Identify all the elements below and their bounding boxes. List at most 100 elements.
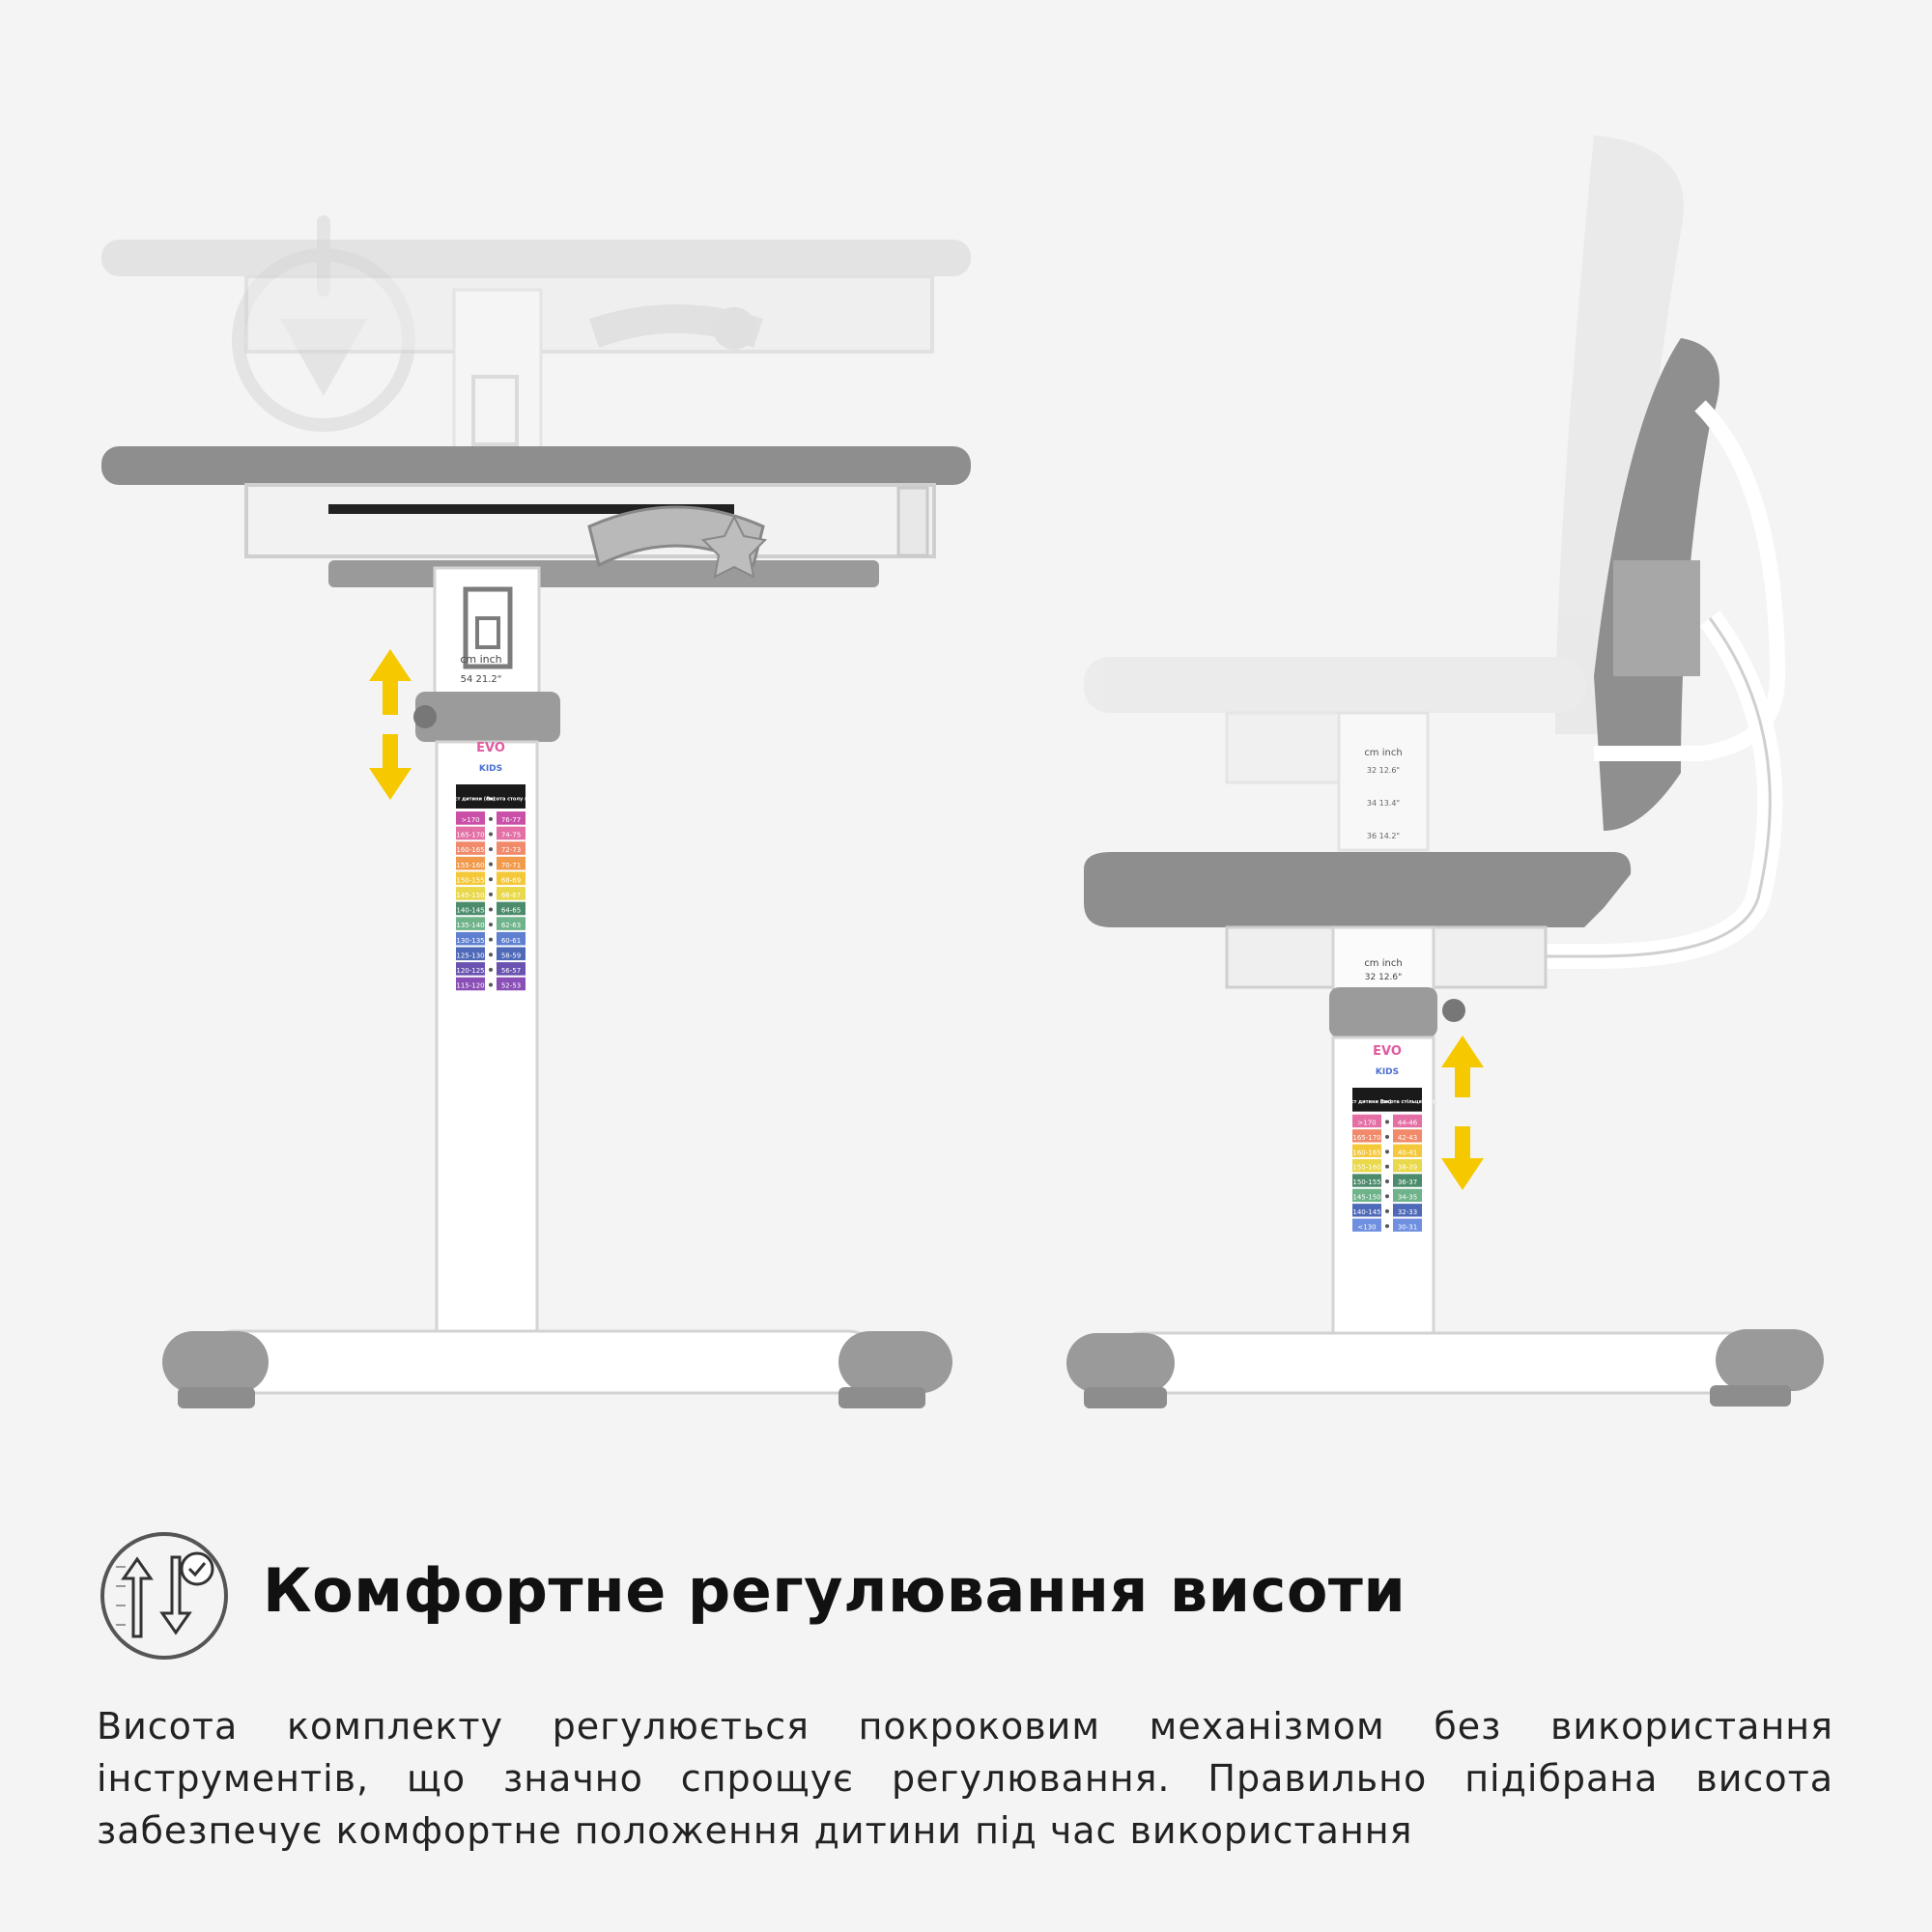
desk-top-raised <box>101 240 971 466</box>
chair-chart-dot <box>1385 1134 1389 1139</box>
desk-top <box>101 446 971 587</box>
desk-chart-header-left: Зріст дитини (см) <box>446 796 496 802</box>
chair-logo-bottom: KIDS <box>1376 1067 1399 1077</box>
desk-chart-row-left <box>456 962 485 976</box>
chair-chart-row-left <box>1352 1174 1381 1187</box>
desk-chart-left-value: 145-150 <box>456 892 484 899</box>
desk-chart-dot <box>489 923 493 927</box>
desk-chart-left-value: 125-130 <box>456 952 484 959</box>
desk-chart-right-value: 66-67 <box>501 892 521 899</box>
desk-logo-top: EVO <box>476 741 505 755</box>
chair-chart-left-value: 160-165 <box>1352 1149 1380 1156</box>
height-adjust-icon <box>100 1532 228 1660</box>
chair-chart-right-value: 36-37 <box>1398 1179 1417 1186</box>
desk-chart-right-value: 64-65 <box>501 907 521 915</box>
chair-chart-dot <box>1385 1194 1389 1199</box>
desk-chart-row-left <box>456 841 485 855</box>
desk-chart-left-value: 140-145 <box>456 907 484 915</box>
chair-chart-header-right: Висота стільця (см) <box>1380 1099 1435 1105</box>
chair-chart-dot <box>1385 1179 1389 1184</box>
page-title: Комфортне регулювання висоти <box>263 1555 1406 1626</box>
chair-chart-row-right <box>1393 1218 1422 1232</box>
chair-chart-left-value: <130 <box>1357 1223 1376 1231</box>
desk-chart-row-left <box>456 901 485 916</box>
desk-base <box>162 1329 952 1408</box>
desk-chart-dot <box>489 877 493 882</box>
desk-chart-row-right <box>497 947 526 961</box>
desk-chart-row-right <box>497 841 526 855</box>
desk-chart-dot <box>489 862 493 867</box>
chair-chart-row-left <box>1352 1144 1381 1157</box>
chair-chart-dot <box>1385 1164 1389 1169</box>
desk-chart-row-left <box>456 887 485 900</box>
desk-up-down-arrows-icon <box>369 649 412 800</box>
chair-up-down-arrows-icon <box>1441 1036 1484 1190</box>
chair-chart-right-value: 38-39 <box>1398 1164 1417 1172</box>
desk-chart-right-value: 62-63 <box>501 922 521 929</box>
desk-chart-row-right <box>497 901 526 916</box>
chair-chart-row-left <box>1352 1204 1381 1217</box>
chair-chart-row-right <box>1393 1174 1422 1187</box>
desk-chart-right-value: 56-57 <box>501 967 521 975</box>
chair-chart-dot <box>1385 1208 1389 1213</box>
chair-logo-top: EVO <box>1373 1044 1402 1059</box>
chair-chart-header-left: Зріст дитини (см) <box>1343 1099 1392 1105</box>
chair-chart-right-value: 30-31 <box>1398 1223 1417 1231</box>
desk-chart-row-left <box>456 811 485 825</box>
chair-chart-left-value: 165-170 <box>1352 1134 1380 1142</box>
chair-chart-row-right <box>1393 1204 1422 1217</box>
desk-logo-bottom: KIDS <box>479 764 502 774</box>
desk-chart-header-right: Висота столу (см) <box>486 796 535 802</box>
chair-chart-row-left <box>1352 1158 1381 1173</box>
desk-chart-right-value: 58-59 <box>501 952 521 959</box>
desk-chart-dot <box>489 892 493 896</box>
desk-chart-right-value: 76-77 <box>501 816 521 824</box>
chair-scale-upper-row: 36 14.2" <box>1367 832 1400 840</box>
desk-chart-dot <box>489 937 493 942</box>
chair-chart-right-value: 42-43 <box>1398 1134 1417 1142</box>
desk-chart-dot <box>489 967 493 972</box>
desk-chart-left-value: 130-135 <box>456 937 484 945</box>
desk-chart-right-value: 60-61 <box>501 937 521 945</box>
chair-chart-right-value: 34-35 <box>1398 1194 1417 1202</box>
chair-chart-dot <box>1385 1120 1389 1124</box>
desk-chart-row-right <box>497 811 526 825</box>
chair-chart-row-left <box>1352 1129 1381 1143</box>
desk-chart-left-value: 135-140 <box>456 922 484 929</box>
desk-chart-right-value: 68-69 <box>501 876 521 884</box>
desk-chart-row-right <box>497 977 526 991</box>
chair-scale-upper-row: 34 13.4" <box>1367 799 1400 808</box>
chair-chart-right-value: 32-33 <box>1398 1208 1417 1216</box>
desk-chart-left-value: 120-125 <box>456 967 484 975</box>
desk-chart-dot <box>489 847 493 852</box>
desk-chart-dot <box>489 952 493 957</box>
chair-chart-left-value: 145-150 <box>1352 1194 1380 1202</box>
chair-chart-left-value: 140-145 <box>1352 1208 1380 1216</box>
desk <box>101 240 971 1408</box>
chair-chart-dot <box>1385 1150 1389 1154</box>
heading-row: Комфортне регулювання висоти <box>97 1528 1835 1663</box>
desk-chart-dot <box>489 816 493 821</box>
desk-chart-row-right <box>497 931 526 946</box>
chair-chart-row-right <box>1393 1158 1422 1173</box>
desk-chart-row-right <box>497 917 526 930</box>
desk-chart-row-right <box>497 962 526 976</box>
desk-chart-header <box>456 784 526 809</box>
desk-chart-dot <box>489 907 493 912</box>
desk-chart-row-right <box>497 826 526 840</box>
desk-chart-right-value: 74-75 <box>501 832 521 839</box>
desk-chart-right-value: 52-53 <box>501 982 521 990</box>
desk-chart-right-value: 72-73 <box>501 846 521 854</box>
desk-chart-row-left <box>456 871 485 886</box>
desk-chart-row-left <box>456 977 485 991</box>
chair-chart-row-left <box>1352 1188 1381 1203</box>
desk-chart-row-right <box>497 856 526 870</box>
chair-scale-lower-value: 32 12.6" <box>1365 973 1403 982</box>
chair-chart-dot <box>1385 1224 1389 1229</box>
desk-scale-value: 54 21.2" <box>461 674 502 685</box>
chair-chart-row-right <box>1393 1144 1422 1157</box>
chair-chart-row-right <box>1393 1114 1422 1128</box>
desk-chart-row-left <box>456 856 485 870</box>
desk-chart-left-value: 160-165 <box>456 846 484 854</box>
